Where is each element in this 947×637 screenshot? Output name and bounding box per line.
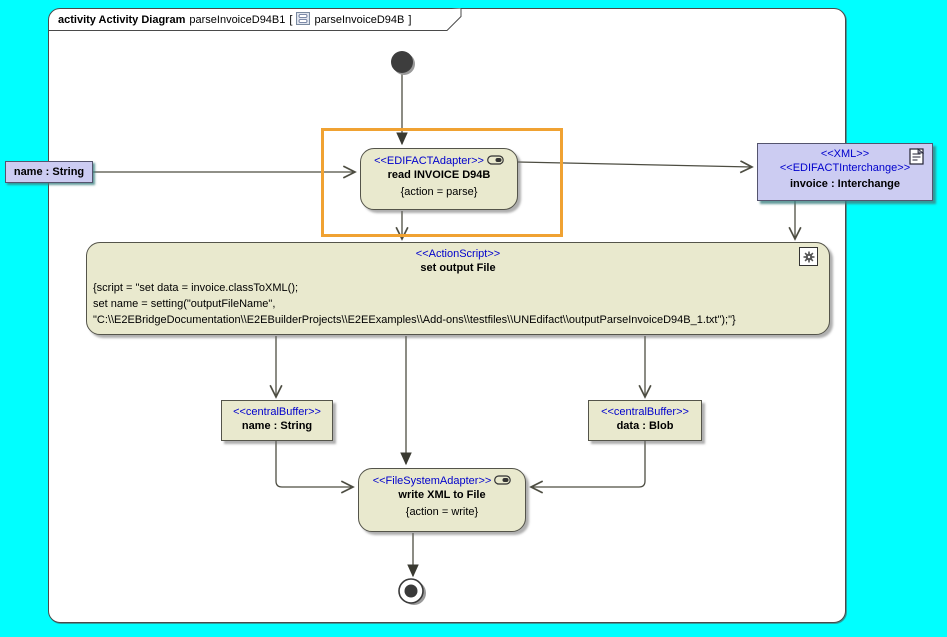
document-icon xyxy=(909,148,925,169)
central-buffer-name[interactable]: <<centralBuffer>> name : String xyxy=(221,400,333,441)
object-invoice-interchange[interactable]: <<XML>> <<EDIFACTInterchange>> invoice :… xyxy=(757,143,933,201)
invoice-stereotype-xml: <<XML>> xyxy=(820,148,870,160)
central-buffer-data[interactable]: <<centralBuffer>> data : Blob xyxy=(588,400,702,441)
invoice-stereotype-interchange: <<EDIFACTInterchange>> xyxy=(779,162,911,174)
frame-title-keyword: activity Activity Diagram xyxy=(58,14,186,26)
frame-title-close-bracket: ] xyxy=(408,14,412,26)
action-read-invoice[interactable]: <<EDIFACTAdapter>> read INVOICE D94B {ac… xyxy=(360,148,518,210)
adapter-icon xyxy=(487,154,504,168)
write-xml-tagged-value: {action = write} xyxy=(405,506,479,518)
read-invoice-tagged-value: {action = parse} xyxy=(400,186,478,198)
frame-title: activity Activity Diagram parseInvoiceD9… xyxy=(58,12,411,28)
buffer-name-label: name : String xyxy=(241,420,313,432)
action-set-output-file[interactable]: <<ActionScript>> set output File {script… xyxy=(86,242,830,335)
write-xml-stereotype: <<FileSystemAdapter>> xyxy=(372,475,492,487)
adapter-icon xyxy=(494,474,512,488)
invoice-name: invoice : Interchange xyxy=(789,178,901,190)
set-output-stereotype: <<ActionScript>> xyxy=(415,248,501,260)
gear-icon xyxy=(799,247,818,266)
frame-title-open-bracket: [ xyxy=(289,14,293,26)
pin-name-string[interactable]: name : String xyxy=(5,161,93,183)
set-output-script-line-2: set name = setting("outputFileName", xyxy=(93,298,276,310)
activity-diagram-icon xyxy=(296,12,311,28)
action-write-xml[interactable]: <<FileSystemAdapter>> write XML to File … xyxy=(358,468,526,532)
initial-node[interactable] xyxy=(391,51,413,73)
pin-name-string-label: name : String xyxy=(13,166,85,178)
buffer-data-label: data : Blob xyxy=(616,420,674,432)
frame-title-name: parseInvoiceD94B1 xyxy=(189,14,286,26)
read-invoice-name: read INVOICE D94B xyxy=(387,169,491,181)
buffer-data-stereotype: <<centralBuffer>> xyxy=(601,406,689,418)
set-output-script-line-1: {script = "set data = invoice.classToXML… xyxy=(93,282,299,294)
set-output-name: set output File xyxy=(420,262,496,274)
read-invoice-stereotype: <<EDIFACTAdapter>> xyxy=(374,155,484,167)
write-xml-name: write XML to File xyxy=(398,489,486,501)
final-node-ring[interactable] xyxy=(398,578,424,604)
set-output-script-line-3: "C:\\E2EBridgeDocumentation\\E2EBuilderP… xyxy=(93,314,736,326)
frame-title-ref-name: parseInvoiceD94B xyxy=(314,14,405,26)
buffer-name-stereotype: <<centralBuffer>> xyxy=(233,406,321,418)
